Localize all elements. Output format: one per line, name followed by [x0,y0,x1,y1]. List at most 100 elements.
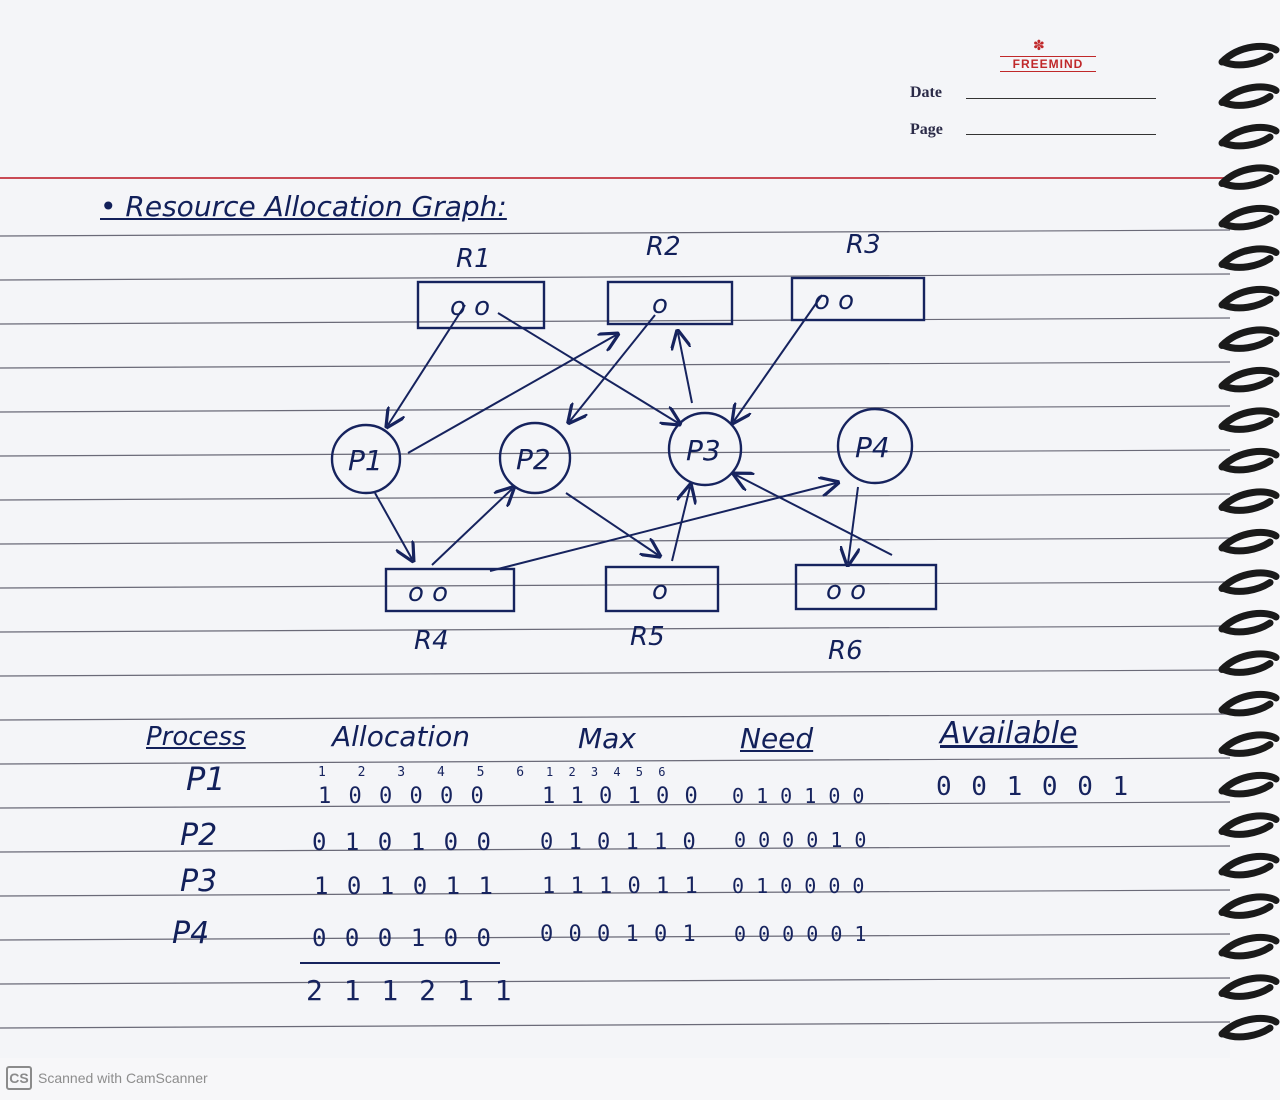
spiral-coil [1218,488,1280,514]
spiral-coil [1218,771,1280,798]
process-p3: P3 [667,411,743,487]
resource-instances: o o [408,578,448,608]
spiral-coil [1218,447,1280,474]
resource-instances: o o [826,576,866,606]
header-process: Process [146,722,246,752]
row-p2-allocation: 0 1 0 1 0 0 [312,828,493,856]
resource-allocation-graph: o o R1 o R2 o o R3 o o R4 o R5 o o R6 [330,230,938,666]
ruled-line [0,493,1230,501]
row-p4-process: P4 [172,916,210,951]
ruled-line [0,625,1230,633]
spiral-coil [1218,528,1280,555]
row-p4-need: 0 0 0 0 0 1 [734,922,867,946]
section-heading: • Resource Allocation Graph: [100,190,507,223]
row-p3-need: 0 1 0 0 0 0 [732,874,865,898]
edge-p1-r2 [407,335,616,454]
edge-r4-p2 [431,489,512,566]
resource-label: R2 [646,232,681,262]
freemind-logo-icon: ✽ [1033,38,1045,54]
ruled-line [0,757,1230,765]
edge-p1-r4 [374,492,412,559]
spiral-coil [1218,407,1280,433]
ruled-line [0,449,1230,457]
spiral-coil [1218,933,1280,960]
process-label: P1 [348,444,383,477]
row-p3-max: 1 1 1 0 1 1 [542,874,699,899]
resource-label: R5 [630,622,665,652]
resource-label: R3 [846,230,881,260]
spiral-coil [1218,204,1280,231]
ruled-line [0,581,1230,589]
scanner-credit: Scanned with CamScanner [38,1070,208,1086]
ruled-line [0,273,1230,281]
spiral-coil [1218,83,1280,109]
process-label: P3 [686,434,721,467]
row-p4-allocation: 0 0 0 1 0 0 [312,924,493,952]
spiral-coil [1218,245,1280,271]
ruled-line [0,977,1230,985]
spiral-coil [1218,123,1280,150]
spiral-coil [1218,893,1280,919]
total-separator-line [300,962,500,964]
resource-r6: o o R6 [794,563,938,666]
ruled-line [0,669,1230,677]
resource-r2: o R2 [606,232,734,326]
resource-instances: o [652,576,668,606]
row-p2-process: P2 [180,818,218,853]
edge-r1-p1 [388,304,466,425]
max-column-index: 1 2 3 4 5 6 [546,765,670,779]
row-p1-allocation: 1 0 0 0 0 0 [318,784,486,809]
date-line [966,98,1156,99]
resource-r3: o o R3 [790,230,926,322]
camscanner-logo-icon: CS [6,1066,32,1090]
row-p2-max: 0 1 0 1 1 0 [540,830,697,855]
spiral-coil [1218,285,1280,312]
ruled-line [0,317,1230,325]
date-label: Date [910,84,942,101]
spiral-coil [1218,326,1280,352]
allocation-total: 2 1 1 2 1 1 [306,974,514,1007]
spiral-coil [1218,852,1280,879]
edge-r4-p4 [489,483,836,572]
ruled-lines [0,177,1230,1029]
ruled-line [0,845,1230,853]
header-allocation: Allocation [332,720,471,753]
ruled-line [0,537,1230,545]
row-p4-max: 0 0 0 1 0 1 [540,922,697,947]
spiral-coil [1218,812,1280,838]
spiral-coil [1218,42,1280,69]
spiral-coil [1218,1014,1280,1041]
ruled-line [0,933,1230,941]
spiral-binding [1218,42,1280,1041]
ruled-line [0,713,1230,721]
spiral-coil [1218,569,1280,595]
edge-r2-p2 [570,314,656,421]
process-label: P4 [855,431,890,464]
available-values: 0 0 1 0 0 1 [936,772,1131,802]
spiral-coil [1218,609,1280,636]
notebook-paper [0,177,1230,1029]
scanner-watermark: CS Scanned with CamScanner [6,1064,208,1092]
resource-r4: o o R4 [384,567,516,656]
brand-name: FREEMIND [1000,56,1096,72]
process-label: P2 [516,443,551,476]
edge-r3-p3 [734,294,823,421]
page-line [966,134,1156,135]
spiral-coil [1218,690,1280,717]
resource-instances: o [652,290,668,320]
resource-r1: o o R1 [416,244,546,330]
process-p4: P4 [836,407,914,485]
ruled-line [0,889,1230,897]
resource-label: R6 [828,636,863,666]
allocation-column-index: 1 2 3 4 5 6 [318,765,537,780]
ruled-line [0,405,1230,413]
edge-p3-r2 [678,333,693,404]
process-p1: P1 [330,423,402,495]
ruled-line [0,1021,1230,1029]
resource-label: R1 [456,244,491,274]
spiral-coil [1218,731,1280,757]
row-p1-max: 1 1 0 1 0 0 [542,784,699,809]
edge-p4-r6 [848,486,858,563]
page-label: Page [910,121,943,138]
